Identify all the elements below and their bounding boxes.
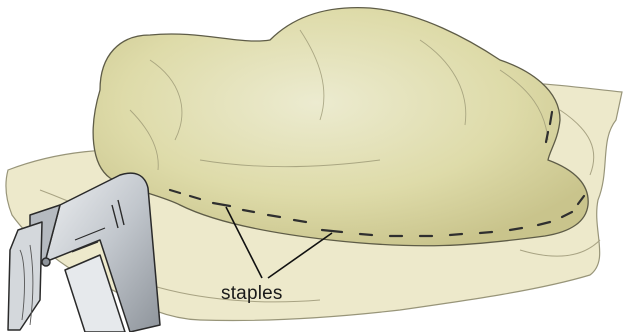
staple — [480, 232, 492, 233]
staple — [450, 234, 462, 235]
staples-label: staples — [221, 283, 283, 305]
staple — [360, 234, 372, 235]
